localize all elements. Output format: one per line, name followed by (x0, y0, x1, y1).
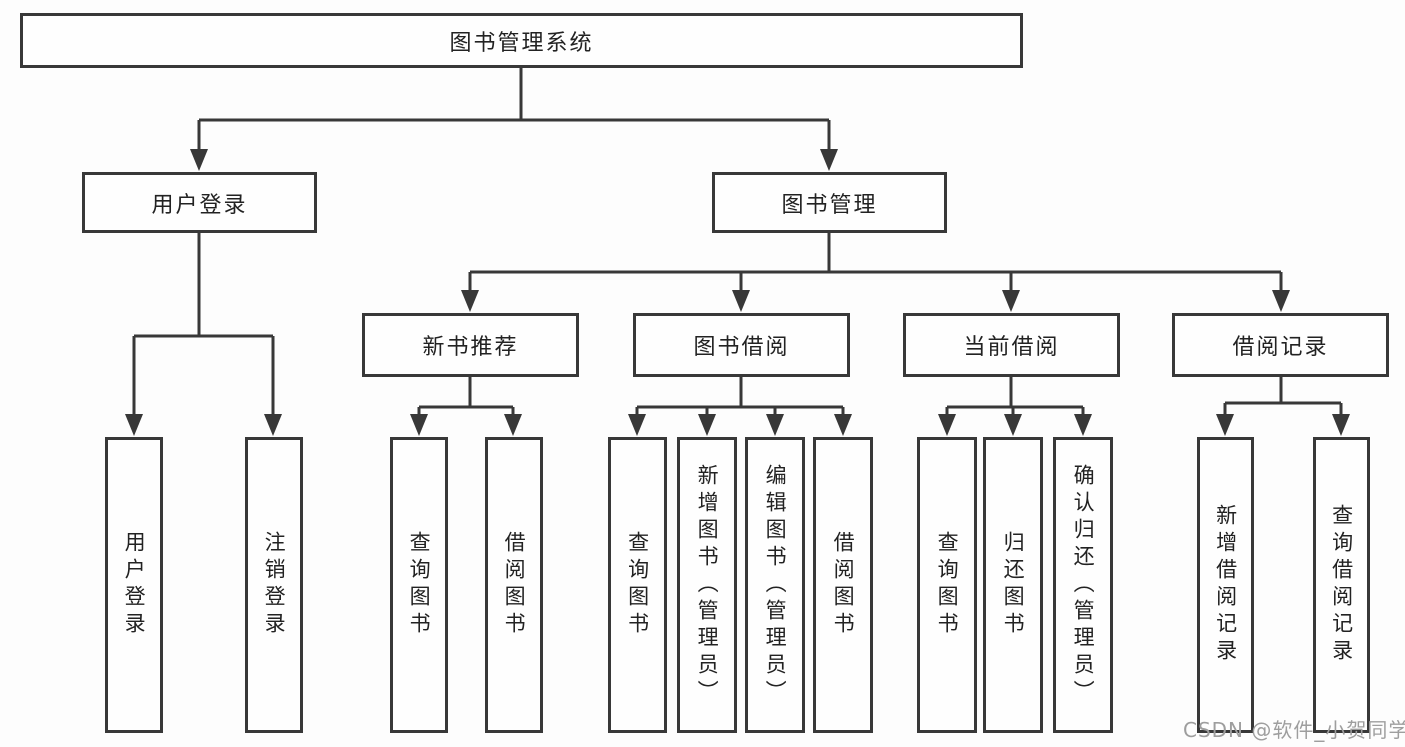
node-current-borrow-label: 当前借阅 (963, 335, 1060, 360)
node-cb-query-book: 查询图书 (917, 437, 977, 733)
node-bb-borrow-book-label: 借阅图书 (831, 531, 856, 639)
node-new-book-recommend-label: 新书推荐 (422, 335, 519, 360)
arrowheads (125, 149, 1350, 436)
node-bb-edit-book-admin: 编辑图书（管理员） (745, 437, 805, 733)
node-user-login-label: 用户登录 (151, 192, 248, 218)
node-borrow-record-label: 借阅记录 (1232, 335, 1329, 360)
node-book-borrow: 图书借阅 (633, 313, 850, 377)
node-br-query-record: 查询借阅记录 (1313, 437, 1370, 733)
node-cb-confirm-return-admin: 确认归还（管理员） (1053, 437, 1113, 733)
node-nbr-query-book: 查询图书 (390, 437, 448, 733)
node-bb-borrow-book: 借阅图书 (813, 437, 873, 733)
node-bb-query-book: 查询图书 (608, 437, 667, 733)
node-br-add-record-label: 新增借阅记录 (1213, 504, 1238, 666)
node-bb-add-book-admin-label: 新增图书（管理员） (695, 463, 720, 707)
node-bb-add-book-admin: 新增图书（管理员） (677, 437, 737, 733)
node-root-label: 图书管理系统 (449, 30, 594, 56)
node-bb-edit-book-admin-label: 编辑图书（管理员） (763, 463, 788, 707)
node-current-borrow: 当前借阅 (903, 313, 1120, 377)
node-nbr-borrow-book-label: 借阅图书 (502, 531, 527, 639)
node-root: 图书管理系统 (20, 13, 1023, 68)
node-book-management: 图书管理 (712, 172, 947, 233)
node-cb-query-book-label: 查询图书 (935, 531, 960, 639)
csdn-watermark: CSDN @软件_小贺同学 (1183, 718, 1405, 742)
node-borrow-record: 借阅记录 (1172, 313, 1389, 377)
node-cb-confirm-return-admin-label: 确认归还（管理员） (1071, 463, 1096, 707)
node-cb-return-book: 归还图书 (983, 437, 1043, 733)
node-book-management-label: 图书管理 (781, 192, 878, 218)
node-leaf-user-login-label: 用户登录 (122, 531, 147, 639)
node-nbr-query-book-label: 查询图书 (407, 531, 432, 639)
node-leaf-logout-label: 注销登录 (262, 531, 287, 639)
node-new-book-recommend: 新书推荐 (362, 313, 579, 377)
node-user-login: 用户登录 (82, 172, 317, 233)
node-leaf-logout: 注销登录 (245, 437, 303, 733)
node-book-borrow-label: 图书借阅 (693, 335, 790, 360)
node-cb-return-book-label: 归还图书 (1001, 531, 1026, 639)
node-leaf-user-login: 用户登录 (105, 437, 163, 733)
node-nbr-borrow-book: 借阅图书 (485, 437, 543, 733)
node-bb-query-book-label: 查询图书 (625, 531, 650, 639)
node-br-add-record: 新增借阅记录 (1197, 437, 1254, 733)
node-br-query-record-label: 查询借阅记录 (1329, 504, 1354, 666)
